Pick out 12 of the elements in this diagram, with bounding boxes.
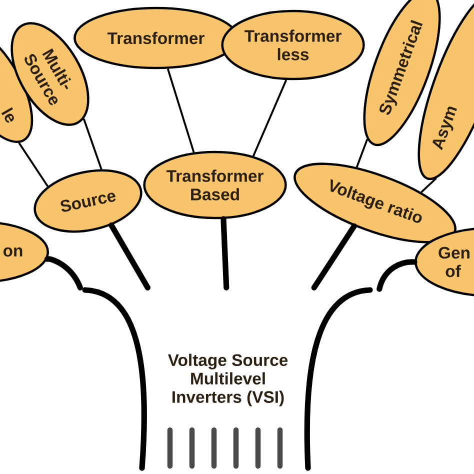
branch-line bbox=[311, 223, 357, 290]
branch-line bbox=[220, 216, 230, 290]
branch-line bbox=[420, 178, 437, 194]
branch-line bbox=[356, 138, 368, 168]
branch-line bbox=[18, 142, 49, 187]
branch-line bbox=[44, 256, 84, 290]
node-label: Gen of bbox=[438, 246, 470, 278]
branch-line bbox=[252, 80, 288, 156]
root-label: Voltage Source Multilevel Inverters (VSI) bbox=[168, 354, 288, 406]
branch-line bbox=[82, 118, 102, 170]
branch-line bbox=[108, 222, 151, 290]
branch-line bbox=[166, 68, 195, 153]
